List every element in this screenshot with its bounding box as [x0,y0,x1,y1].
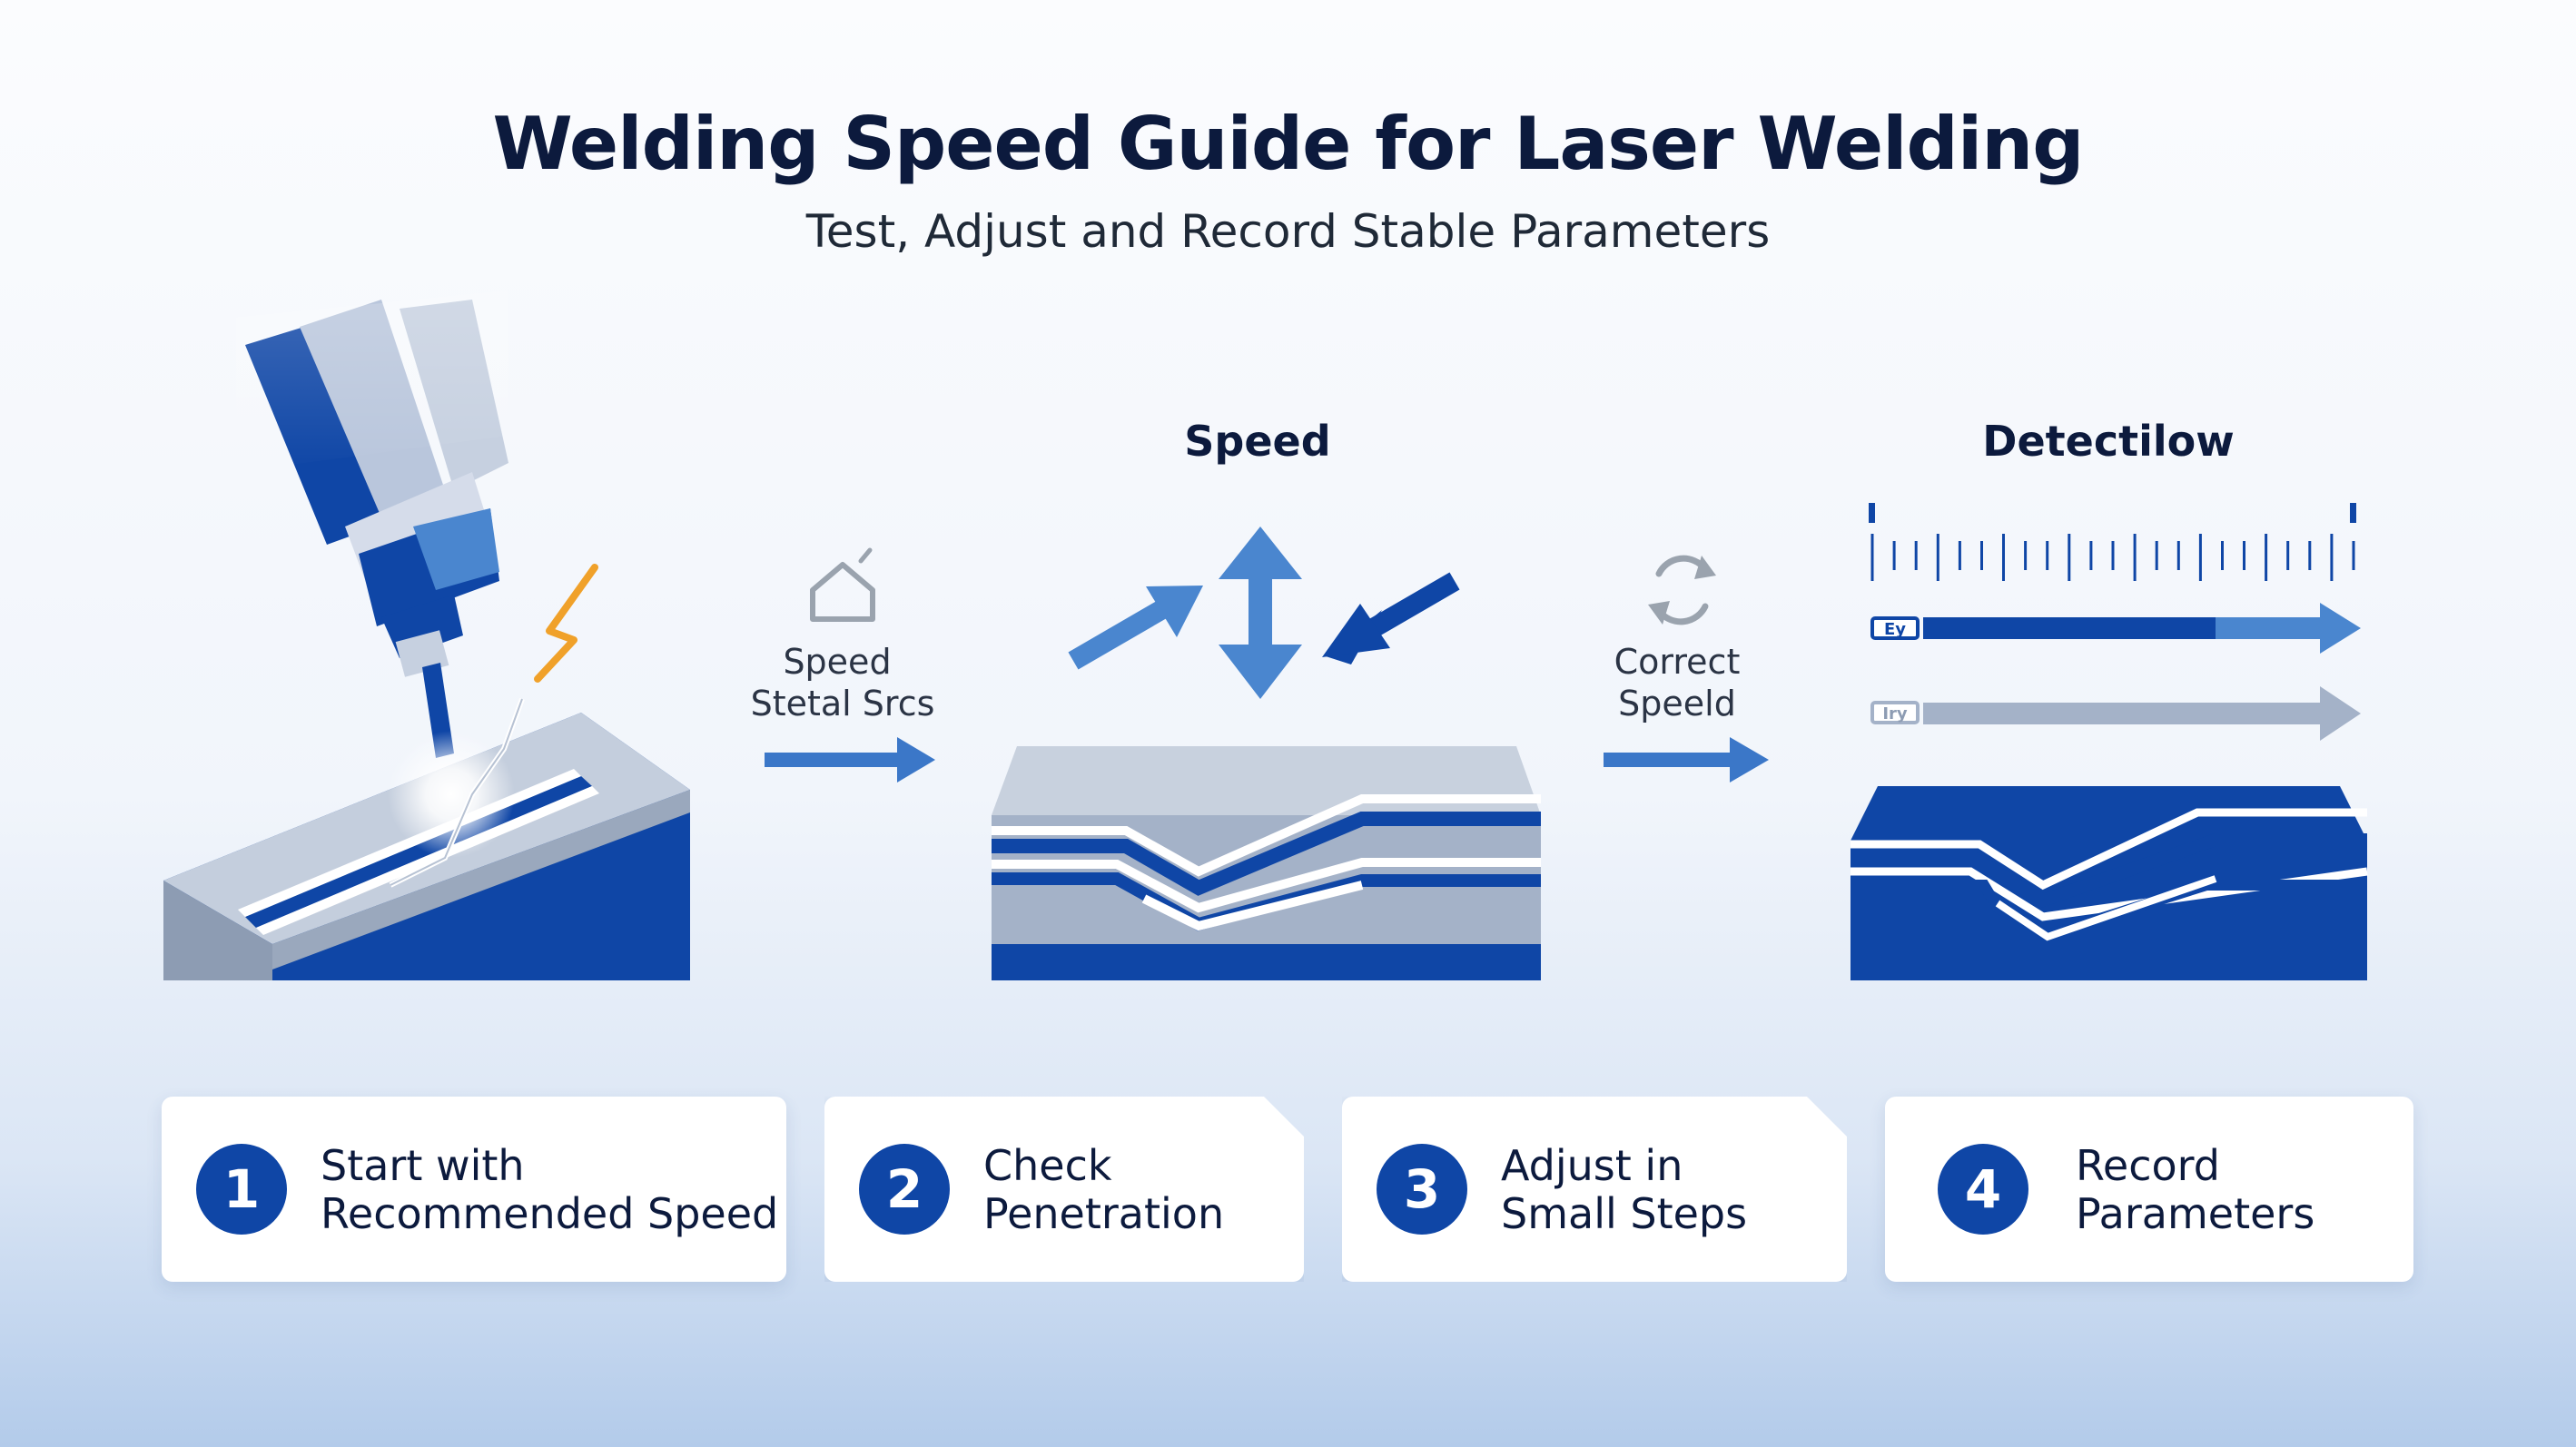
ruler-tick [2308,541,2312,570]
ruler-tick [2221,541,2224,570]
step-3-line2: Small Steps [1501,1189,1748,1238]
ruler-tick [1914,541,1918,570]
laser-head-icon [236,290,525,888]
step-label-3: Adjust in Small Steps [1501,1142,1973,1238]
speed-bar-fast-tag: Ey [1884,620,1906,639]
ruler-tick [2046,541,2049,570]
step-card-1: 1 Start with Recommended Speed [162,1097,786,1282]
step-number-1: 1 [196,1144,287,1235]
step-2-line2: Penetration [983,1189,1225,1238]
ruler-tick [1958,541,1961,570]
ruler-tick [1870,534,1874,581]
step-label-1: Start with Recommended Speed [321,1142,793,1238]
flow-arrow-2 [1604,737,1769,783]
ruler-tick [2089,541,2093,570]
refresh-icon [1648,555,1716,625]
step-3-line1: Adjust in [1501,1141,1683,1190]
step-card-2: 2 Check Penetration [824,1097,1304,1282]
ruler-tick [2068,534,2071,581]
speed-arrows [1068,527,1460,699]
ruler-tick [2198,534,2202,581]
arrow2-label-line2: Speeld [1618,684,1736,724]
step-card-4: 4 Record Parameters [1885,1097,2413,1282]
step-1-line2: Recommended Speed [321,1189,779,1238]
ruler-tick [2286,541,2290,570]
step-1-line1: Start with [321,1141,525,1190]
arrow1-label-line1: Speed [783,642,891,682]
step-4-line2: Parameters [2076,1189,2315,1238]
ruler-tick [1892,541,1896,570]
house-outline-icon [810,547,875,622]
ruler-tick [1936,534,1939,581]
ruler-tick [2352,541,2355,570]
arrow1-label-line2: Stetal Srcs [751,684,935,724]
step-number-4: 4 [1938,1144,2028,1235]
page-subtitle: Test, Adjust and Record Stable Parameter… [805,205,1771,258]
ruler-tick [2002,534,2005,581]
cross-section-deep-penetration [1851,786,2368,980]
ruler-tick [2155,541,2158,570]
speed-bar-slow: Iry [1870,686,2361,741]
ruler-tick [2265,534,2268,581]
step-label-2: Check Penetration [983,1142,1456,1238]
stage2-label: Speed [1184,417,1330,466]
stage3-label: Detectilow [1982,417,2234,466]
step-number-3: 3 [1377,1144,1467,1235]
step-label-4: Record Parameters [2076,1142,2548,1238]
ruler-tick [2133,534,2137,581]
ruler-tick [2024,541,2028,570]
flow-arrow-1 [765,737,935,783]
step-4-line1: Record [2076,1141,2220,1190]
arrow2-label-line1: Correct [1614,642,1741,682]
speed-bar-fast: Ey [1870,603,2361,654]
measurement-ruler [1869,503,2356,581]
step-card-3: 3 Adjust in Small Steps [1342,1097,1847,1282]
ruler-tick [1980,541,1983,570]
step-2-line1: Check [983,1141,1112,1190]
lightning-bolt-icon [534,564,598,683]
cross-section-medium-speed [992,746,1541,980]
ruler-tick [2111,541,2115,570]
ruler-tick [2243,541,2245,570]
page-title: Welding Speed Guide for Laser Welding [492,102,2085,186]
ruler-tick [2330,534,2334,581]
step-number-2: 2 [859,1144,950,1235]
ruler-tick [2176,541,2180,570]
speed-bar-slow-tag: Iry [1882,704,1908,724]
